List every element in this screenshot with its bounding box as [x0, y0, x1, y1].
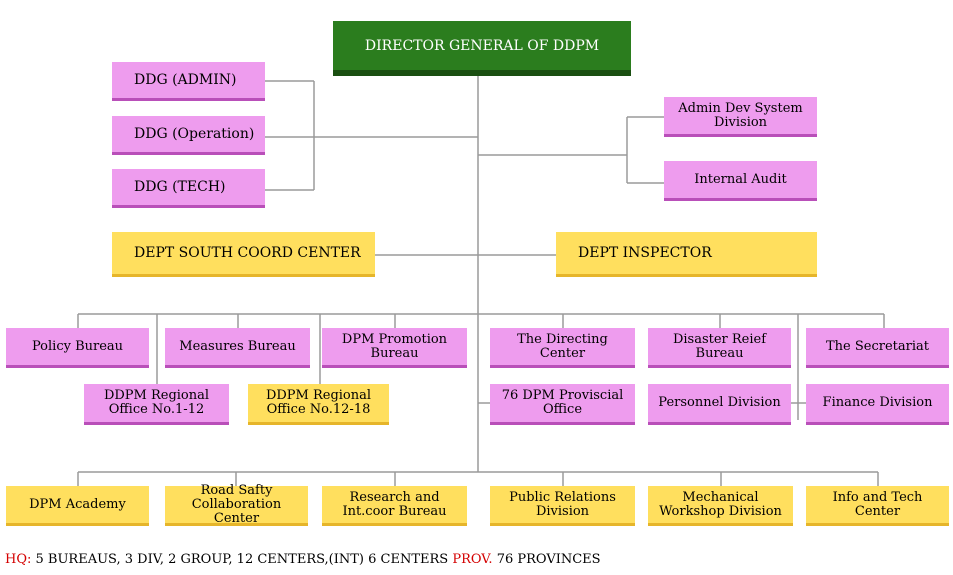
- ddg-admin-box: DDG (ADMIN): [112, 62, 265, 101]
- director-general-box: DIRECTOR GENERAL OF DDPM: [333, 21, 631, 76]
- dept-south-coord-center-box: DEPT SOUTH COORD CENTER: [112, 232, 375, 277]
- ddg-tech-box: DDG (TECH): [112, 169, 265, 208]
- row3-box-road-safety-center: Road Safty Collaboration Center: [165, 483, 308, 526]
- row1-box-directing-center: The Directing Center: [490, 328, 635, 368]
- row2-box-regional-office-1-12: DDPM Regional Office No.1-12: [84, 384, 229, 425]
- prov-label: PROV.: [452, 552, 493, 567]
- row2-box-provincial-office: 76 DPM Proviscial Office: [490, 384, 635, 425]
- ddg-operation-box: DDG (Operation): [112, 116, 265, 155]
- hq-text: 5 BUREAUS, 3 DIV, 2 GROUP, 12 CENTERS,(I…: [35, 552, 449, 567]
- summary-footer: HQ: 5 BUREAUS, 3 DIV, 2 GROUP, 12 CENTER…: [5, 552, 601, 567]
- row1-box-measures-bureau: Measures Bureau: [165, 328, 310, 368]
- internal-audit-box: Internal Audit: [664, 161, 817, 201]
- row2-box-personnel-division: Personnel Division: [648, 384, 791, 425]
- admin-dev-system-division-box: Admin Dev System Division: [664, 97, 817, 137]
- row2-box-regional-office-12-18: DDPM Regional Office No.12-18: [248, 384, 389, 425]
- hq-label: HQ:: [5, 552, 32, 567]
- row3-box-mechanical-workshop-division: Mechanical Workshop Division: [648, 486, 793, 526]
- row1-box-secretariat: The Secretariat: [806, 328, 949, 368]
- row3-box-dpm-academy: DPM Academy: [6, 486, 149, 526]
- row1-box-disaster-relief-bureau: Disaster Reief Bureau: [648, 328, 791, 368]
- row3-box-research-bureau: Research and Int.coor Bureau: [322, 486, 467, 526]
- row1-box-dpm-promotion-bureau: DPM Promotion Bureau: [322, 328, 467, 368]
- row3-box-info-tech-center: Info and Tech Center: [806, 486, 949, 526]
- dept-inspector-box: DEPT INSPECTOR: [556, 232, 817, 277]
- row1-box-policy-bureau: Policy Bureau: [6, 328, 149, 368]
- row3-box-public-relations-division: Public Relations Division: [490, 486, 635, 526]
- row2-box-finance-division: Finance Division: [806, 384, 949, 425]
- prov-text: 76 PROVINCES: [496, 552, 601, 567]
